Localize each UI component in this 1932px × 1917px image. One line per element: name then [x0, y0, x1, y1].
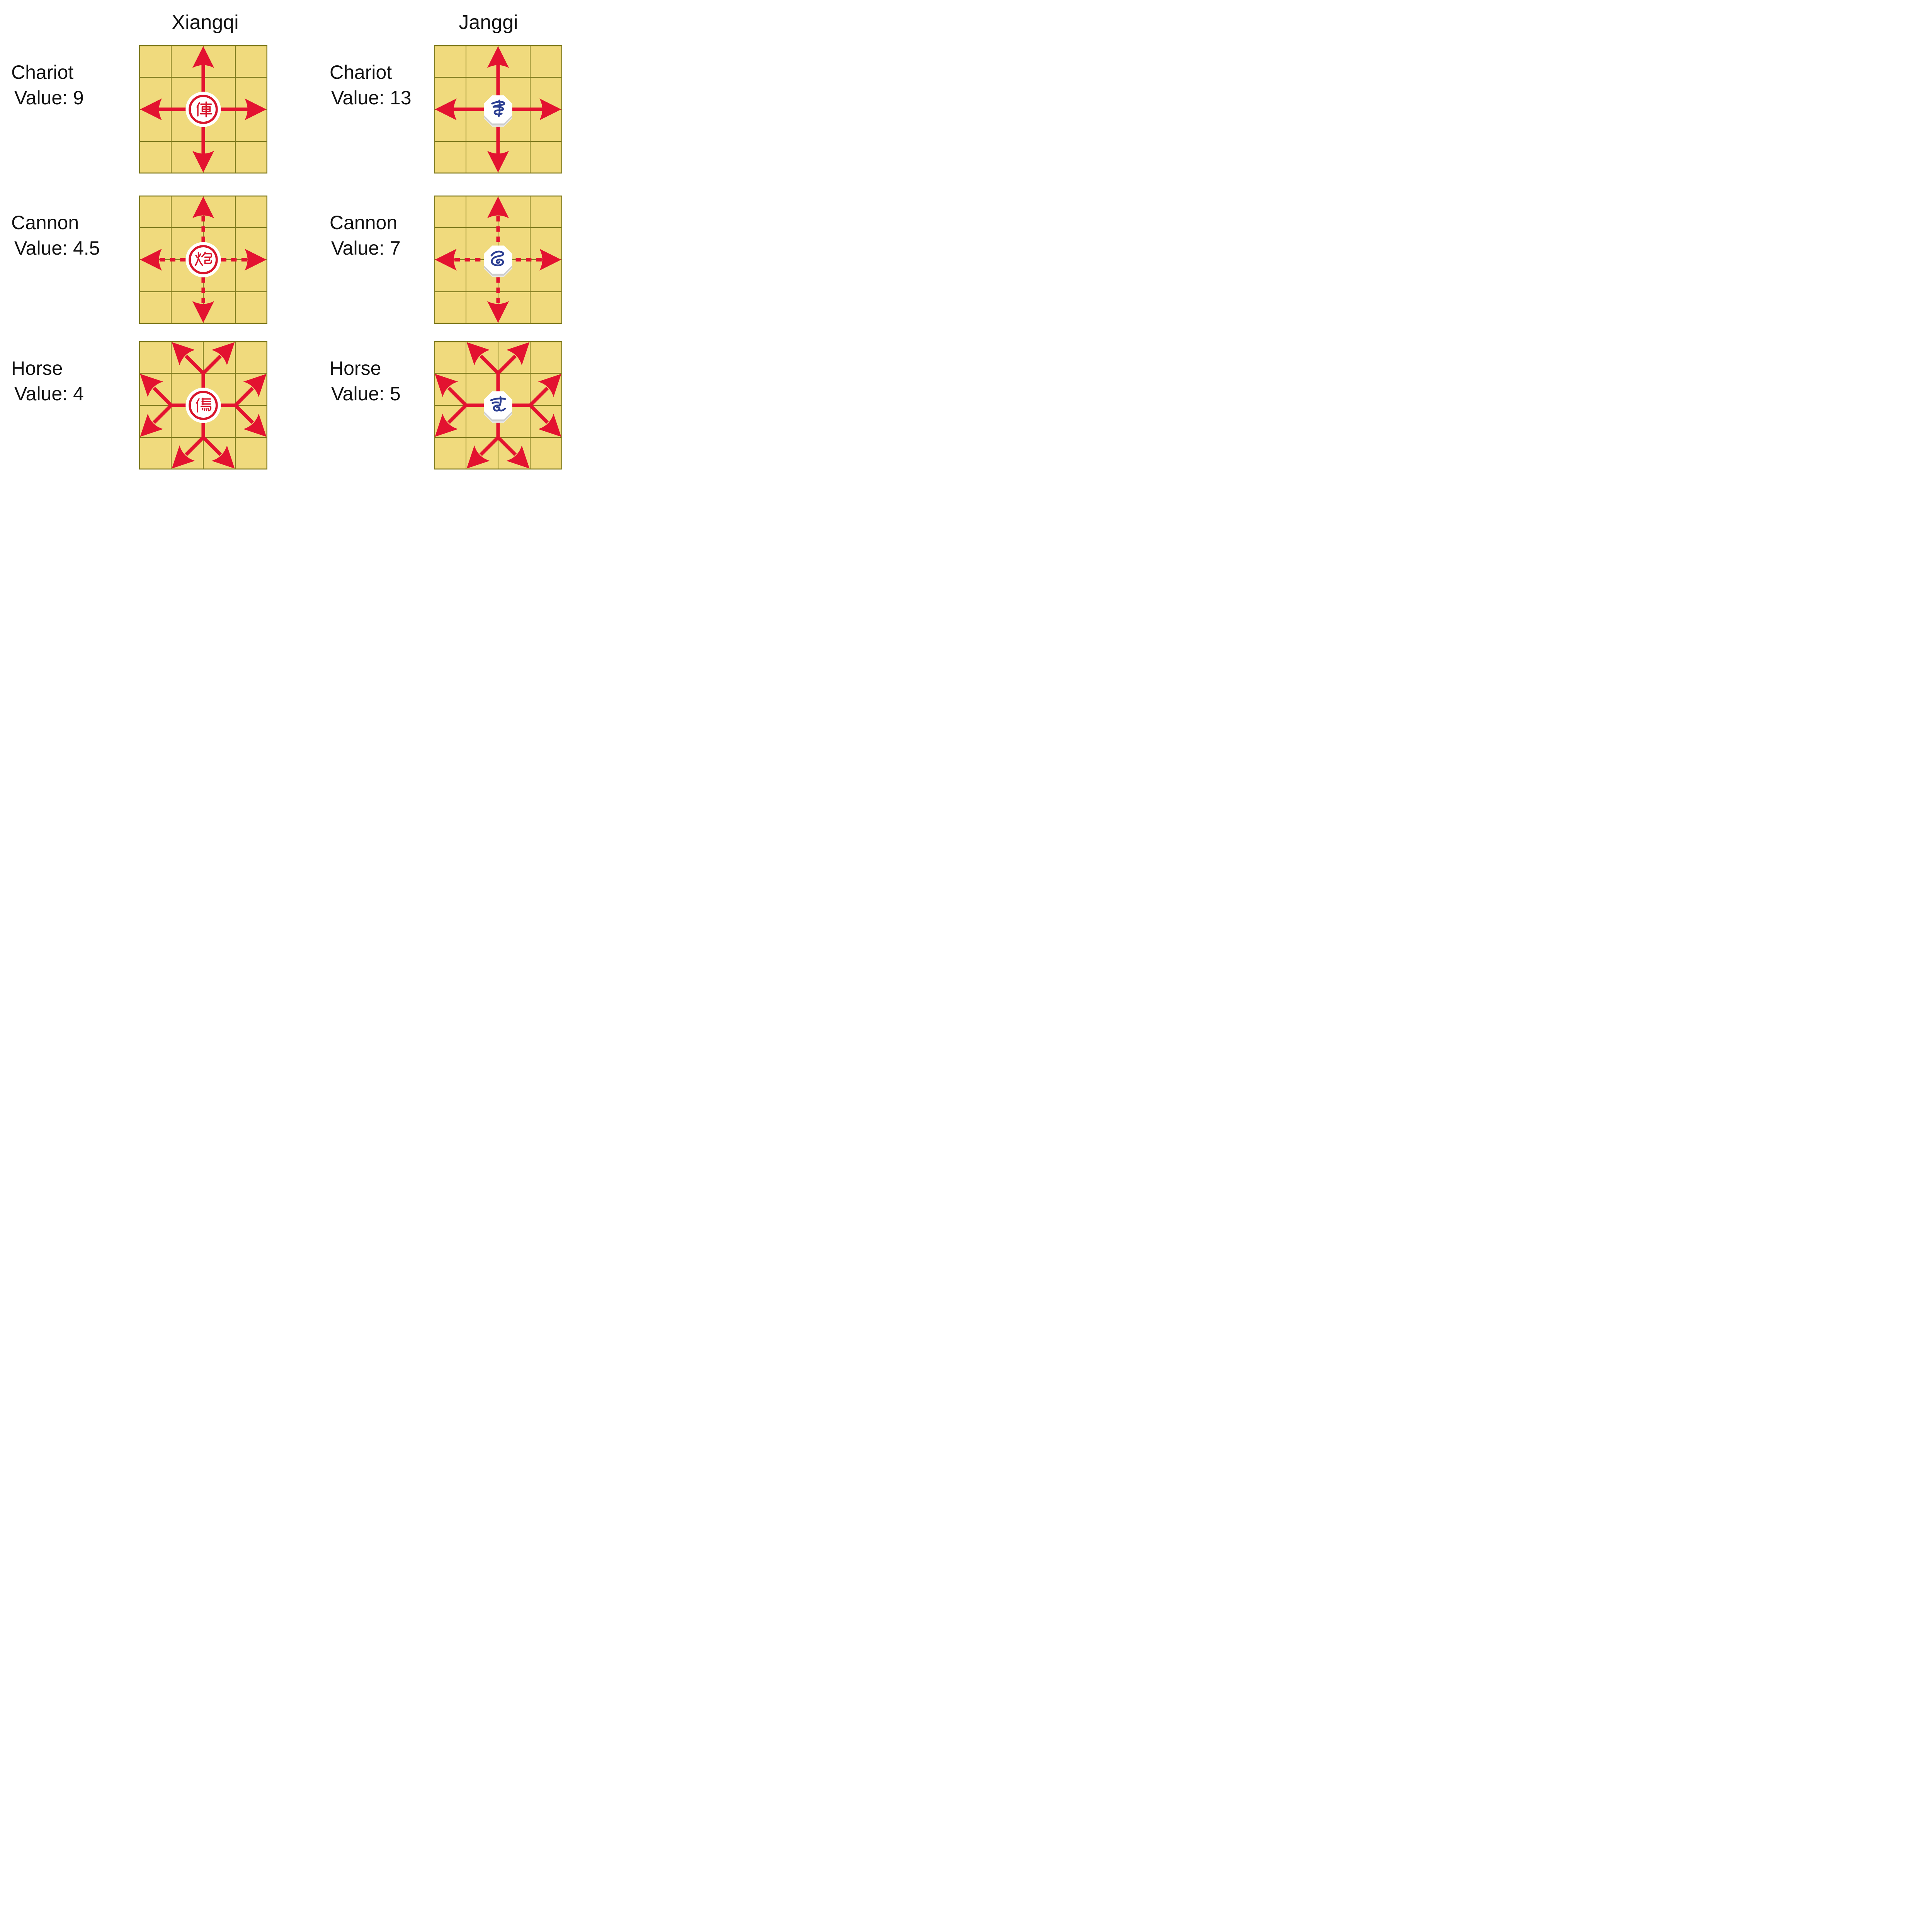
- piece-value-label-xiangqi-horse: Value: 4: [14, 383, 84, 405]
- arrowhead-up: [192, 196, 214, 218]
- arrowhead-up-left: [172, 342, 195, 366]
- piece-ring: [189, 95, 218, 124]
- arrowhead-right: [245, 98, 267, 121]
- arrowhead-left: [140, 248, 162, 271]
- arrowhead-up: [487, 46, 509, 68]
- piece-ring: [189, 391, 218, 420]
- arrowhead-down: [487, 301, 509, 323]
- column-title-xiangqi: Xiangqi: [172, 11, 239, 34]
- piece-janggi-horse: [484, 391, 512, 423]
- piece-name-label-janggi-horse: Horse: [330, 357, 381, 379]
- piece-glyph-janggi-horse: [490, 396, 506, 412]
- piece-xiangqi-cannon: [185, 242, 221, 277]
- board-janggi-horse: [434, 341, 562, 469]
- board-janggi-chariot: [434, 45, 562, 173]
- piece-value-label-janggi-horse: Value: 5: [331, 383, 401, 405]
- arrowhead-down: [192, 151, 214, 173]
- board-xiangqi-cannon: [139, 196, 267, 324]
- move-arrows-cross-dashed: [140, 196, 267, 323]
- board-janggi-cannon: [434, 196, 562, 324]
- piece-janggi-cannon: [484, 245, 512, 277]
- arrowhead-right: [539, 98, 561, 121]
- arrowhead-left: [435, 98, 457, 121]
- piece-glyph-janggi-cannon: [490, 250, 504, 267]
- arrowhead-down-right: [211, 445, 235, 469]
- arrowhead-right: [539, 248, 561, 271]
- arrowhead-left-up: [435, 374, 458, 397]
- piece-name-label-janggi-chariot: Chariot: [330, 61, 392, 83]
- board-xiangqi-horse: [139, 341, 267, 469]
- piece-xiangqi-chariot: [185, 92, 221, 127]
- arrowhead-up: [192, 46, 214, 68]
- arrowhead-right-up: [538, 374, 561, 397]
- piece-name-label-xiangqi-chariot: Chariot: [11, 61, 74, 83]
- arrowhead-up: [487, 196, 509, 218]
- piece-xiangqi-horse: [185, 388, 221, 423]
- piece-glyph-xiangqi-cannon: [194, 252, 213, 266]
- arrowhead-right: [245, 248, 267, 271]
- piece-value-label-janggi-cannon: Value: 7: [331, 237, 401, 259]
- arrowhead-down: [487, 151, 509, 173]
- piece-name-label-xiangqi-horse: Horse: [11, 357, 63, 379]
- piece-value-label-janggi-chariot: Value: 13: [331, 87, 412, 109]
- piece-janggi-chariot: [484, 95, 512, 127]
- arrowhead-left: [435, 248, 457, 271]
- piece-value-label-xiangqi-chariot: Value: 9: [14, 87, 84, 109]
- piece-name-label-xiangqi-cannon: Cannon: [11, 212, 79, 233]
- piece-ring: [189, 245, 218, 274]
- piece-name-label-janggi-cannon: Cannon: [330, 212, 398, 233]
- arrowhead-down: [192, 301, 214, 323]
- piece-value-label-xiangqi-cannon: Value: 4.5: [14, 237, 100, 259]
- piece-glyph-janggi-chariot: [491, 99, 505, 117]
- piece-glyph-xiangqi-chariot: [196, 101, 213, 117]
- column-title-janggi: Janggi: [459, 11, 518, 34]
- piece-octagon-face: [484, 95, 512, 124]
- arrowhead-left: [140, 98, 162, 121]
- board-xiangqi-chariot: [139, 45, 267, 173]
- move-arrows-cross-solid: [435, 46, 561, 173]
- piece-glyph-xiangqi-horse: [196, 397, 212, 413]
- arrowhead-down-left: [172, 445, 195, 469]
- move-arrows-cross-dashed: [435, 196, 561, 323]
- move-arrows-cross-solid: [140, 46, 267, 173]
